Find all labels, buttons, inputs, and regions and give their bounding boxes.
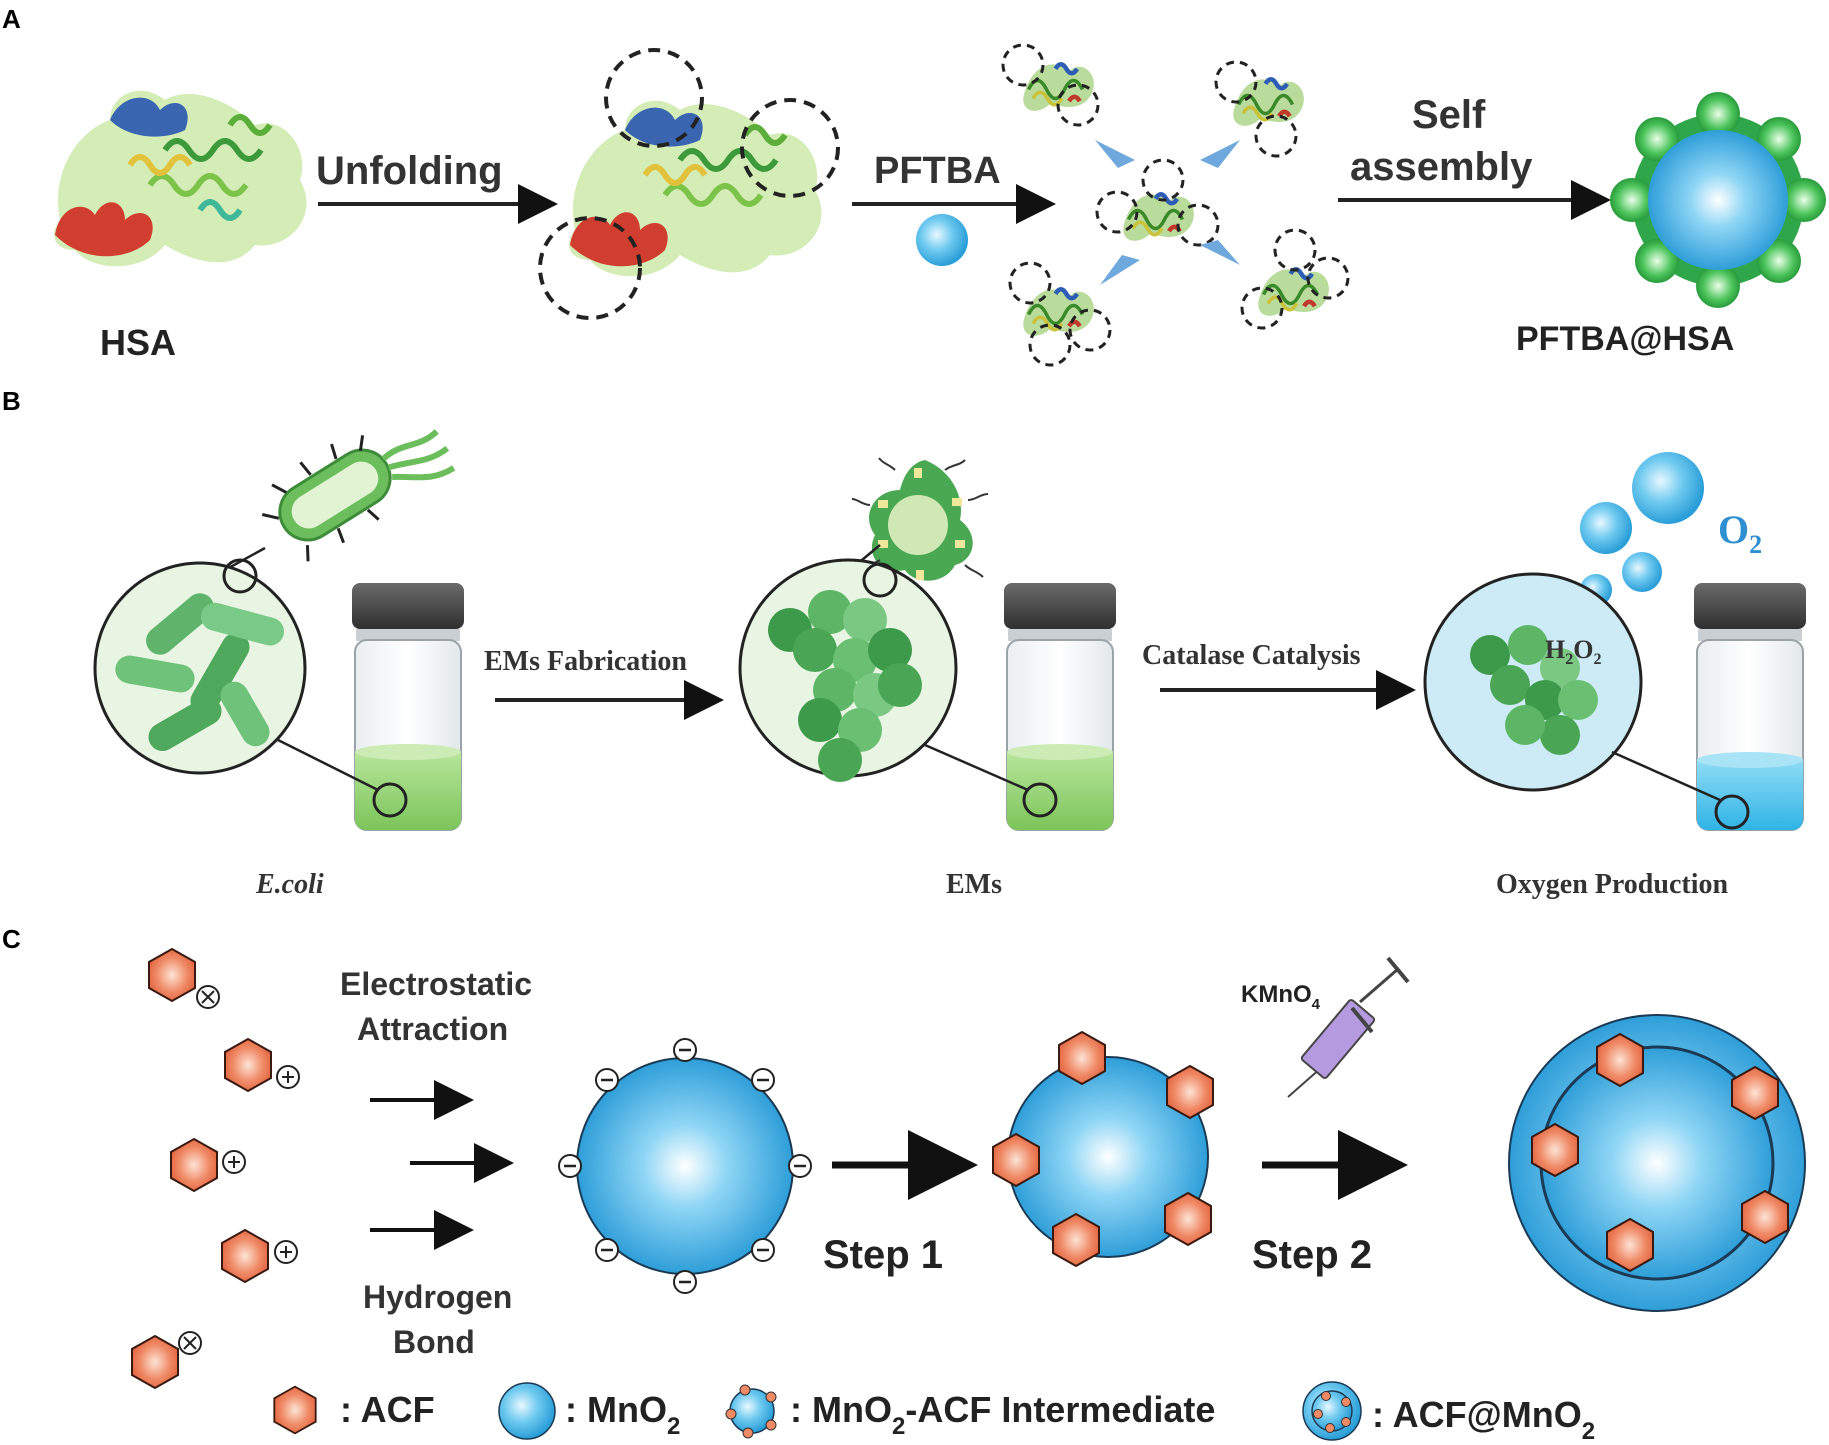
ems-vial xyxy=(924,583,1116,831)
protein-cluster xyxy=(1001,43,1350,367)
ecoli-zoom-circle xyxy=(93,558,307,775)
em-vesicle-icon xyxy=(851,457,989,581)
legend-mno2-icon xyxy=(498,1382,556,1440)
mno2-sphere xyxy=(558,1038,812,1294)
kmno4-syringe-icon xyxy=(1287,956,1410,1098)
step2-label: Step 2 xyxy=(1252,1233,1372,1277)
catalase-catalysis-label: Catalase Catalysis xyxy=(1142,640,1361,671)
panel-b: B E.coli xyxy=(2,386,1806,900)
legend: : ACF : MnO2 : MnO2-ACF Intermediate xyxy=(273,1381,1595,1445)
panel-b-letter: B xyxy=(2,386,21,416)
panel-c-letter: C xyxy=(2,924,21,954)
legend-acf-label: : ACF xyxy=(340,1389,435,1430)
acf-mno2-particle xyxy=(1508,1014,1806,1312)
bond-label: Bond xyxy=(393,1324,475,1360)
legend-acf-mno2-label: : ACF@MnO2 xyxy=(1372,1394,1595,1445)
ems-fabrication-label: EMs Fabrication xyxy=(484,646,687,677)
legend-acf-mno2-icon xyxy=(1302,1381,1362,1441)
legend-intermediate-icon xyxy=(725,1384,777,1439)
mno2-acf-intermediate xyxy=(992,1031,1214,1267)
hydrogen-label: Hydrogen xyxy=(363,1279,512,1315)
pftba-label: PFTBA xyxy=(874,150,1001,192)
hsa-label: HSA xyxy=(100,322,176,363)
legend-acf-icon xyxy=(273,1385,317,1435)
bacterium-icon xyxy=(261,429,456,562)
ecoli-label: E.coli xyxy=(255,869,324,900)
oxygen-production-label: Oxygen Production xyxy=(1496,869,1728,900)
ecoli-vial xyxy=(277,583,464,831)
unfolded-protein-illustration xyxy=(538,48,840,320)
kmno4-label: KMnO4 xyxy=(1241,981,1321,1013)
acf-molecules xyxy=(131,948,300,1389)
pftba-hsa-label: PFTBA@HSA xyxy=(1516,320,1734,358)
o2-label: O2 xyxy=(1718,507,1762,559)
panel-c: C Electrostatic Attraction Hydrogen Bond xyxy=(2,924,1806,1445)
panel-a-letter: A xyxy=(2,4,21,34)
step1-label: Step 1 xyxy=(823,1233,943,1277)
oxygen-vial xyxy=(1611,583,1806,831)
legend-mno2-label: : MnO2 xyxy=(565,1389,680,1440)
panel-a: A HSA Unfolding xyxy=(2,4,1826,367)
assembly-label: assembly xyxy=(1350,145,1533,189)
attraction-label: Attraction xyxy=(357,1011,508,1047)
pftba-droplet xyxy=(916,214,968,266)
unfolding-label: Unfolding xyxy=(316,149,503,193)
oxygen-bubbles xyxy=(1580,452,1704,606)
pftba-hsa-particle xyxy=(1610,92,1826,308)
hsa-protein-illustration xyxy=(54,90,307,267)
self-label: Self xyxy=(1412,93,1486,137)
ems-label: EMs xyxy=(946,869,1002,900)
h2o2-label: H2O2 xyxy=(1545,635,1601,668)
oxygen-zoom-circle xyxy=(1423,572,1643,792)
ems-zoom-circle xyxy=(738,558,958,782)
legend-intermediate-label: : MnO2-ACF Intermediate xyxy=(790,1389,1215,1440)
electrostatic-label: Electrostatic xyxy=(340,966,532,1002)
